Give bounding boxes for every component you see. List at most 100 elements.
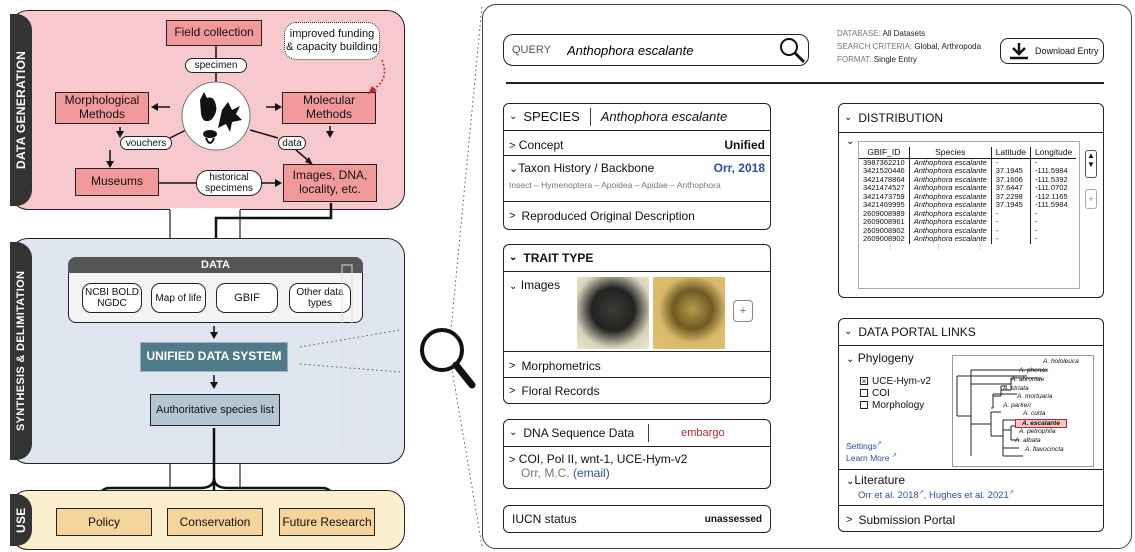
learn-more-label: Learn More: [846, 452, 890, 463]
table-cell: 37.6447: [990, 183, 1031, 193]
table-cell: -111.5984: [1029, 166, 1077, 176]
data-portal-links-header[interactable]: ⌄ DATA PORTAL LINKS: [838, 318, 1104, 346]
query-label: QUERY: [512, 44, 551, 56]
table-cell: 2609008961: [863, 217, 905, 226]
distribution-header[interactable]: ⌄ DISTRIBUTION: [838, 103, 1104, 133]
literature-toggle[interactable]: ⌄Literature: [846, 473, 905, 487]
dna-markers-row[interactable]: > COI, Pol II, wnt-1, UCE-Hym-v2 Orr, M.…: [503, 451, 771, 487]
bee-face-image[interactable]: [577, 277, 649, 349]
table-cell: -: [990, 217, 1031, 227]
images-label: Images: [520, 278, 561, 292]
dna-status: embargo: [681, 426, 725, 439]
images-row[interactable]: ⌄ Images +: [503, 274, 771, 352]
links-label: DATA PORTAL LINKS: [858, 324, 976, 339]
literature-section: [838, 470, 1104, 506]
floral-records-row[interactable]: >Floral Records: [503, 379, 771, 403]
phylogeny-option-label: UCE-Hym-v2: [872, 376, 931, 387]
criteria-value: Global, Arthropoda: [914, 42, 982, 51]
chevron-down-icon: ⌄: [509, 252, 518, 263]
table-header-gbif-id[interactable]: GBIF_ID: [859, 147, 910, 159]
chevron-right-icon: >: [509, 139, 516, 152]
query-input[interactable]: [565, 40, 765, 60]
section-connectors: [169, 203, 333, 490]
concept-value: Unified: [724, 137, 765, 152]
chevron-right-icon: >: [846, 514, 853, 526]
taxon-history-row[interactable]: ⌄Taxon History / Backbone Orr, 2018 Inse…: [503, 158, 771, 202]
morphometrics-row[interactable]: >Morphometrics: [503, 354, 771, 378]
table-add-button[interactable]: +: [1085, 189, 1097, 209]
dna-email-link[interactable]: (email): [573, 466, 610, 480]
table-header-latitude[interactable]: Latitude: [990, 147, 1031, 159]
use-policy: Policy: [56, 508, 152, 536]
unified-data-system-box[interactable]: UNIFIED DATA SYSTEM: [140, 342, 288, 372]
data-source-other: Other data types: [289, 283, 351, 313]
trait-header[interactable]: ⌄ TRAIT TYPE: [503, 244, 771, 272]
table-scroll-up-button[interactable]: ▲▼: [1085, 150, 1097, 178]
table-cell: -: [1029, 234, 1077, 244]
floral-label: Floral Records: [521, 384, 600, 398]
specimen-illustration: [181, 81, 251, 151]
phylogeny-option[interactable]: COI: [860, 388, 931, 400]
table-cell: Anthophora escalante: [908, 183, 992, 193]
morphological-methods-box: Morphological Methods: [55, 92, 149, 124]
download-entry-button[interactable]: Download Entry: [1000, 38, 1104, 64]
chevron-right-icon: >: [509, 210, 516, 222]
table-cell: 3421520446: [863, 166, 905, 175]
chevron-down-icon: ⌄: [509, 427, 518, 438]
query-box[interactable]: [503, 34, 809, 66]
checkbox-icon[interactable]: [860, 401, 868, 410]
table-header-longitude[interactable]: Longitude: [1029, 147, 1077, 159]
submission-portal-row[interactable]: >Submission Portal: [838, 508, 1104, 532]
chevron-down-icon[interactable]: ⌄: [846, 136, 855, 147]
settings-link[interactable]: Settings↗: [846, 440, 882, 451]
historical-specimens-pill: historical specimens: [196, 170, 262, 196]
table-cell: 3421474527: [863, 183, 905, 192]
reproduced-description-row[interactable]: > Reproduced Original Description: [503, 204, 771, 228]
add-image-button[interactable]: +: [733, 300, 753, 322]
museums-box: Museums: [75, 168, 159, 196]
use-future-research: Future Research: [279, 508, 375, 536]
literature-label: Literature: [854, 473, 906, 487]
chevron-down-icon: ⌄: [509, 111, 518, 122]
table-header-species[interactable]: Species: [908, 147, 992, 159]
table-cell: 3987362210: [863, 157, 905, 167]
learn-more-link[interactable]: Learn More ↗: [846, 452, 897, 463]
iucn-row[interactable]: IUCN status unassessed: [503, 505, 771, 533]
phylogeny-option[interactable]: Morphology: [860, 400, 931, 412]
phylogeny-toggle[interactable]: ⌄ Phylogeny: [846, 351, 914, 365]
literature-link-hughes[interactable]: Hughes et al. 2021: [929, 490, 1009, 502]
bee-body-image[interactable]: [653, 277, 725, 349]
table-cell: Anthophora escalante: [908, 234, 992, 244]
table-cell: 2609008989: [863, 208, 905, 218]
reproduced-label: Reproduced Original Description: [521, 209, 695, 223]
checkbox-icon[interactable]: [860, 389, 868, 398]
search-icon[interactable]: [777, 35, 807, 65]
dna-header[interactable]: ⌄ DNA Sequence Data embargo: [503, 419, 771, 447]
phylogeny-option[interactable]: × UCE-Hym-v2: [860, 376, 931, 388]
table-cell: 2609008902: [863, 225, 905, 235]
concept-row[interactable]: > Concept Unified: [503, 134, 771, 156]
taxon-value[interactable]: Orr, 2018: [713, 161, 765, 175]
vouchers-pill: vouchers: [120, 136, 172, 150]
species-header[interactable]: ⌄ SPECIES Anthophora escalante: [503, 103, 771, 131]
species-separator: [589, 107, 591, 126]
checkbox-checked-icon[interactable]: ×: [860, 377, 868, 387]
table-cell: Anthophora escalante: [908, 217, 992, 227]
literature-link-orr[interactable]: Orr et al. 2018: [858, 490, 919, 502]
table-cell: Anthophora escalante: [908, 175, 992, 184]
generation-arrows: [106, 46, 386, 187]
table-more-rows: ⋮ ⋮ ⋮: [887, 243, 984, 251]
tree-taxon-label: A. hololeuca: [1043, 358, 1079, 365]
data-source-gbif: GBIF: [216, 283, 278, 313]
chevron-down-icon: ⌄: [509, 163, 519, 175]
